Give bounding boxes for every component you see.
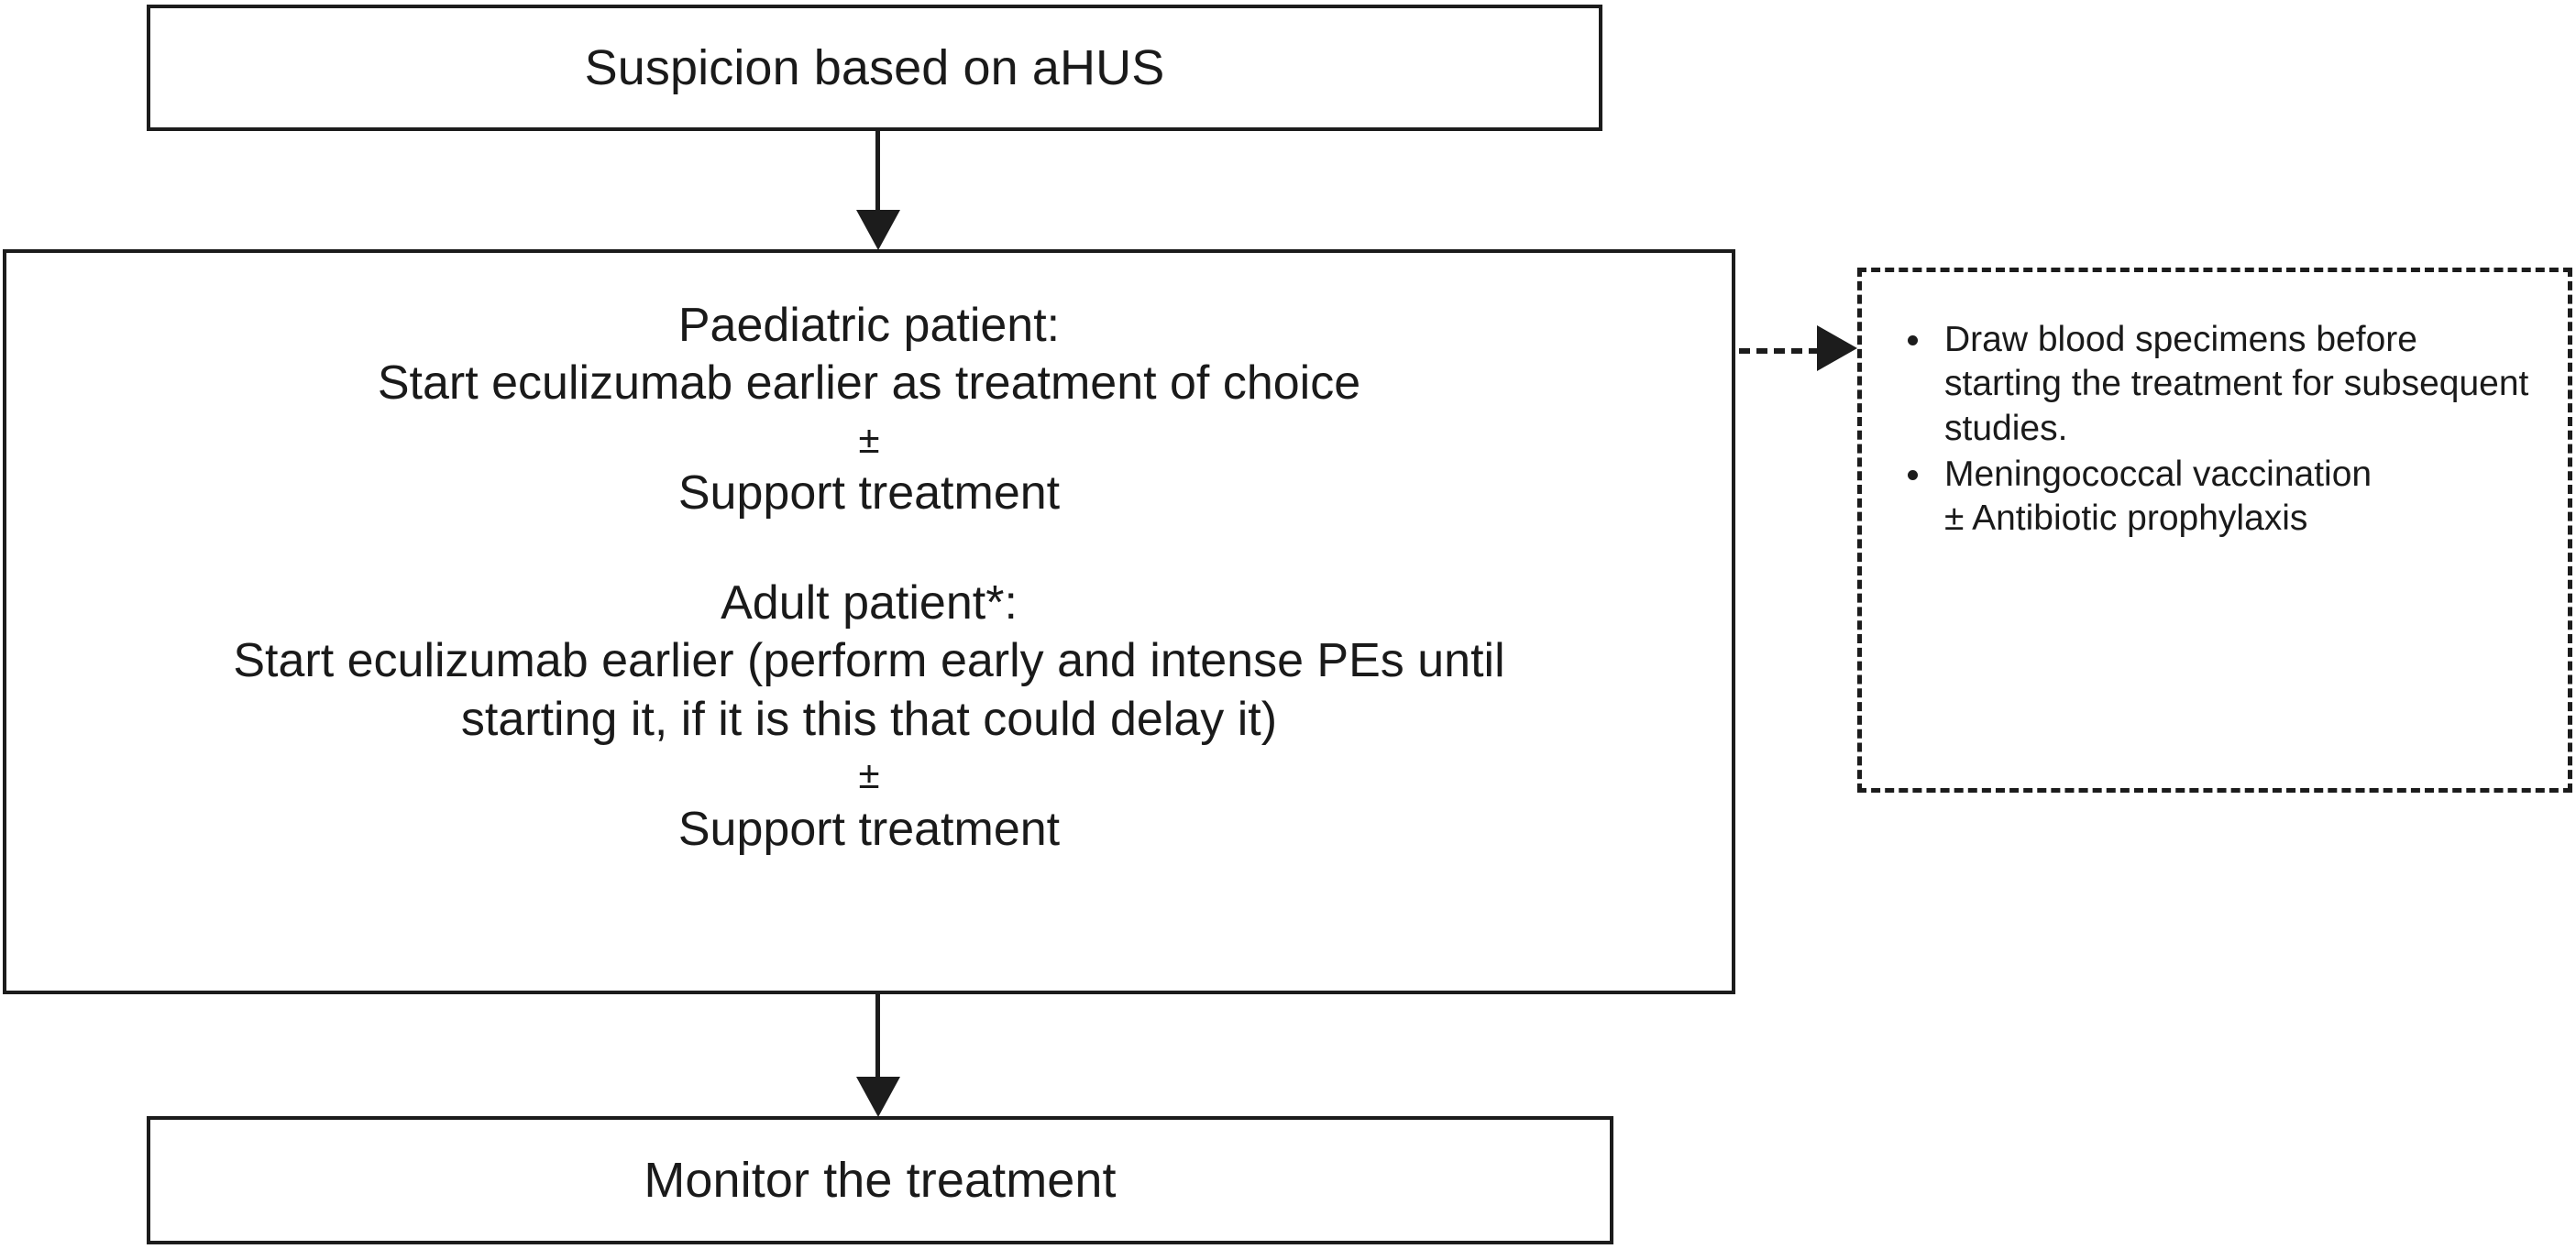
paediatric-line-2: Support treatment xyxy=(677,466,1061,520)
paediatric-line-1: Start eculizumab earlier as treatment of… xyxy=(377,356,1361,411)
adult-plusminus: ± xyxy=(858,753,880,797)
arrow-head-down-icon xyxy=(856,1077,900,1117)
note-text: Meningococcal vaccination xyxy=(1944,455,2372,495)
connector-shaft xyxy=(875,994,880,1080)
bullet-icon xyxy=(1908,469,1918,480)
node-treatment[interactable]: Paediatric patient: Start eculizumab ear… xyxy=(3,249,1735,994)
node-suspicion[interactable]: Suspicion based on aHUS xyxy=(147,5,1602,131)
connector-shaft xyxy=(875,131,880,214)
paediatric-heading: Paediatric patient: xyxy=(677,299,1061,352)
adult-line-3: Support treatment xyxy=(677,802,1061,856)
bullet-icon xyxy=(1908,334,1918,345)
connector-shaft-dashed xyxy=(1739,348,1820,354)
node-monitor[interactable]: Monitor the treatment xyxy=(147,1116,1613,1244)
list-item: Meningococcal vaccination ± Antibiotic p… xyxy=(1897,453,2544,542)
notes-list: Draw blood specimens before starting the… xyxy=(1897,318,2544,543)
section-spacer xyxy=(6,523,1732,575)
node-treatment-content: Paediatric patient: Start eculizumab ear… xyxy=(6,297,1732,859)
paediatric-plusminus: ± xyxy=(858,417,880,461)
arrow-head-right-icon xyxy=(1817,325,1857,371)
note-subtext: ± Antibiotic prophylaxis xyxy=(1944,499,2308,539)
node-notes[interactable]: Draw blood specimens before starting the… xyxy=(1857,268,2572,793)
arrow-head-down-icon xyxy=(856,210,900,250)
adult-heading: Adult patient*: xyxy=(721,575,1018,630)
list-item: Draw blood specimens before starting the… xyxy=(1897,318,2544,451)
node-suspicion-label: Suspicion based on aHUS xyxy=(584,39,1165,95)
adult-line-2: starting it, if it is this that could de… xyxy=(460,692,1278,746)
note-text: Draw blood specimens before starting the… xyxy=(1944,320,2529,448)
adult-line-1: Start eculizumab earlier (perform early … xyxy=(233,634,1505,688)
node-monitor-label: Monitor the treatment xyxy=(644,1152,1117,1208)
